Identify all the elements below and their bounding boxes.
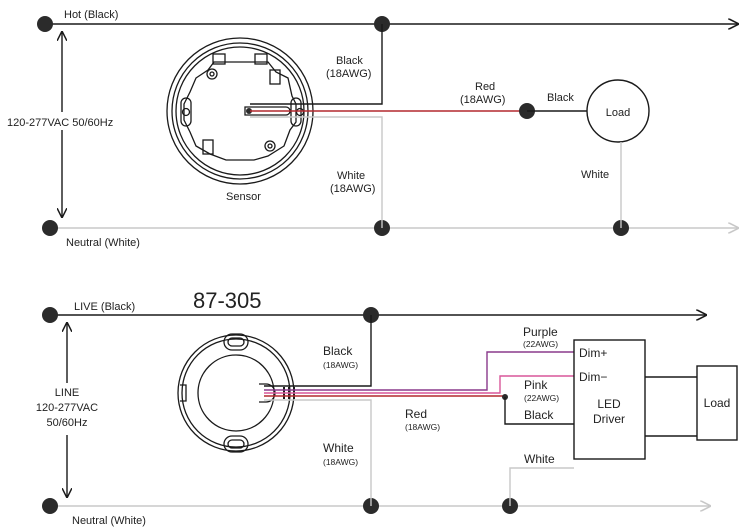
bottom-white-gauge: (18AWG) bbox=[323, 457, 358, 467]
bottom-white-label: White bbox=[323, 441, 354, 455]
bottom-pink-wire bbox=[264, 375, 574, 394]
bottom-black-driver-wire bbox=[504, 397, 574, 425]
top-white-gauge: (18AWG) bbox=[330, 183, 375, 195]
bottom-driver-label-1: LED bbox=[597, 397, 621, 411]
top-hot-node-left bbox=[37, 16, 53, 32]
top-red-label: Red bbox=[475, 81, 495, 93]
bottom-live-label: LIVE (Black) bbox=[74, 301, 135, 313]
bottom-driver-label-2: Driver bbox=[593, 412, 625, 426]
bottom-line-label: LINE bbox=[55, 387, 79, 399]
top-neutral-node-left bbox=[42, 220, 58, 236]
top-red-gauge: (18AWG) bbox=[460, 94, 505, 106]
bottom-diagram: 87-305 LIVE (Black) Neutral (White) LINE… bbox=[30, 288, 738, 527]
bottom-black-driver-label: Black bbox=[524, 408, 554, 422]
top-load-label: Load bbox=[606, 107, 630, 119]
bottom-black-label: Black bbox=[323, 344, 353, 358]
bottom-white-wire bbox=[264, 399, 372, 506]
bottom-model-number: 87-305 bbox=[193, 288, 262, 313]
bottom-voltage-label: 120-277VAC bbox=[36, 402, 98, 414]
bottom-dim-minus-label: Dim− bbox=[579, 370, 607, 384]
bottom-led-driver-box bbox=[573, 339, 646, 460]
bottom-neutral-node-left bbox=[42, 498, 58, 514]
bottom-white-driver-wire bbox=[509, 467, 574, 506]
bottom-load-label: Load bbox=[704, 396, 731, 410]
top-sensor-black-wire bbox=[250, 24, 383, 105]
top-white-load-label: White bbox=[581, 169, 609, 181]
bottom-load-box bbox=[696, 365, 738, 441]
top-sensor-white-wire bbox=[250, 116, 383, 228]
top-black-to-load-label: Black bbox=[547, 92, 574, 104]
bottom-dim-plus-label: Dim+ bbox=[579, 346, 607, 360]
bottom-purple-gauge: (22AWG) bbox=[523, 339, 558, 349]
top-black-label: Black bbox=[336, 55, 363, 67]
bottom-purple-label: Purple bbox=[523, 325, 558, 339]
bottom-pink-gauge: (22AWG) bbox=[524, 393, 559, 403]
top-diagram: Hot (Black) Neutral (White) 120-277VAC 5… bbox=[4, 9, 738, 249]
bottom-neutral-label: Neutral (White) bbox=[72, 515, 146, 527]
bottom-red-gauge: (18AWG) bbox=[405, 422, 440, 432]
bottom-purple-wire bbox=[264, 351, 574, 391]
top-sensor-label: Sensor bbox=[226, 191, 261, 203]
bottom-white-driver-label: White bbox=[524, 452, 555, 466]
bottom-freq-label: 50/60Hz bbox=[47, 417, 88, 429]
top-white-label: White bbox=[337, 170, 365, 182]
top-voltage-label: 120-277VAC 50/60Hz bbox=[7, 117, 113, 129]
top-black-gauge: (18AWG) bbox=[326, 68, 371, 80]
bottom-pink-label: Pink bbox=[524, 378, 548, 392]
bottom-red-label: Red bbox=[405, 407, 427, 421]
bottom-black-gauge: (18AWG) bbox=[323, 360, 358, 370]
top-neutral-label: Neutral (White) bbox=[66, 237, 140, 249]
bottom-black-wire bbox=[264, 315, 372, 387]
top-load-circle bbox=[586, 79, 650, 143]
top-hot-label: Hot (Black) bbox=[64, 9, 118, 21]
bottom-live-node-left bbox=[42, 307, 58, 323]
